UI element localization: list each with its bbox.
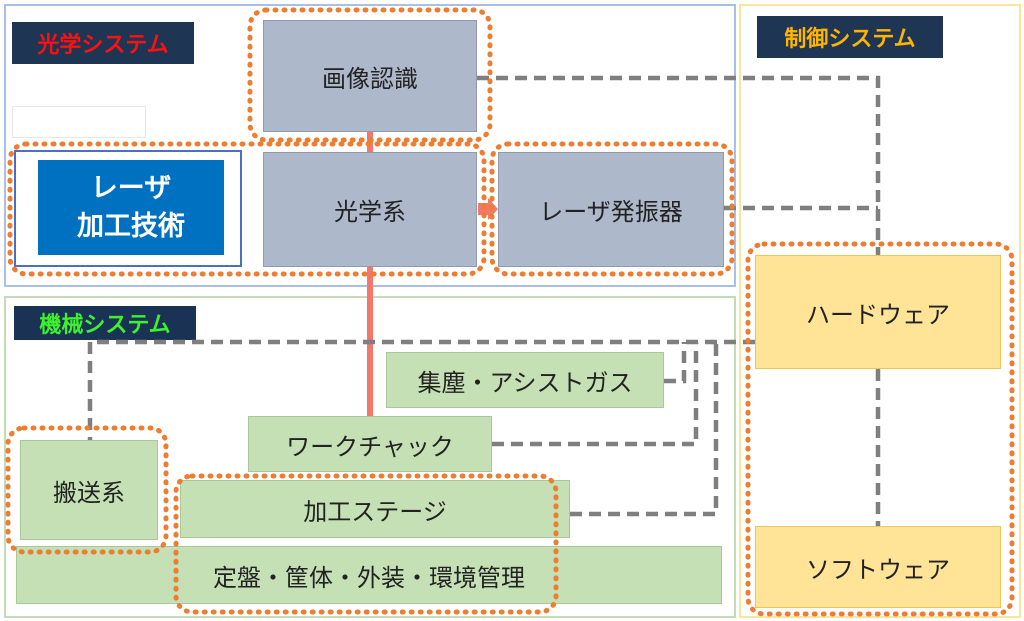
hardware-chuck-link [492,342,699,447]
hardware-stage-link [570,342,719,517]
control-system-label: 制御システム [757,16,943,58]
highlight-stage-base [173,473,559,615]
transport-block: 搬送系 [20,440,158,540]
highlight-image-recognition [247,7,493,143]
highlight-control-system [745,241,1015,617]
mechanical-system-label: 機械システム [14,306,196,340]
optics-block: 光学系 [263,152,477,267]
recognition-hardware-link [477,75,881,255]
laser-oscillator-block: レーザ発振器 [498,152,724,267]
dotted-highlights [5,7,1015,617]
highlight-core-optics [7,141,487,277]
hardware-block: ハードウェア [755,255,1001,369]
blank-box [12,106,146,138]
highlight-laser-oscillator [489,141,735,277]
hardware-transport-link [87,339,755,440]
processing-stage-block: 加工ステージ [180,480,570,538]
laser-processing-line2: 加工技術 [77,210,185,242]
optics-to-oscillator-arrow [478,198,498,220]
optical-system-label: 光学システム [12,22,194,64]
base-housing-block: 定盤・筐体・外装・環境管理 [16,546,722,604]
laser-processing-technology-block: レーザ 加工技術 [38,160,224,255]
dust-assist-gas-block: 集塵・アシストガス [386,352,664,408]
hardware-dust-link [664,342,687,384]
work-chuck-block: ワークチャック [248,416,492,472]
software-block: ソフトウェア [755,526,1001,608]
highlight-transport [5,425,169,555]
dashed-connectors [87,75,881,526]
image-recognition-block: 画像認識 [263,20,477,132]
laser-processing-line1: レーザ [90,172,172,204]
